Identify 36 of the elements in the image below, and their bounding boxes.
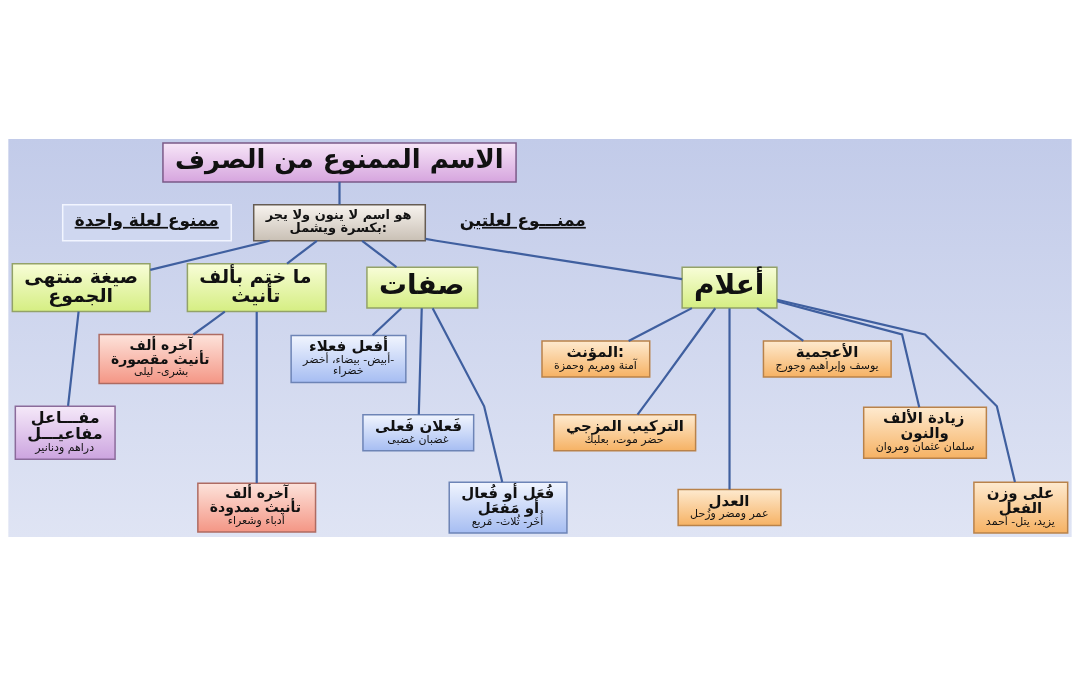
node-box: فُعَل أو فُعال أو مَفعَل أُخَر- ثُلاث- مَربع (448, 480, 568, 534)
node-box: زيادة الألف والنون سلمان عثمان ومروان (862, 406, 988, 459)
node-box: آخره ألف تأنيث مقصورة بشرى- ليلى (98, 333, 224, 384)
node-box: التركيب المزجي حضر موت، بعلبك (553, 413, 697, 451)
node-box: هو اسم لا ينون ولا يجر بكسرة ويشمل: (252, 203, 427, 241)
connector (628, 306, 693, 342)
node-box: أفعل فعلاء أبيض- بيضاء، أخضر- خضراء (290, 334, 407, 383)
node-box: العدل عمر ومضر وزُحل (677, 488, 782, 526)
node-box: الأعجمية يوسف وإبراهيم وجورج (762, 339, 892, 378)
node-box: آخره ألف تأنيث ممدودة أدباء وشعراء (197, 481, 317, 533)
node-box: ممنوع لعلة واحدة (61, 203, 233, 241)
connector (776, 298, 1016, 482)
node-box: صيغة منتهى الجموع (11, 262, 151, 312)
connector (149, 239, 270, 271)
node-box: أعلام (681, 265, 778, 309)
node-box: الاسم الممنوع من الصرف (162, 141, 517, 183)
connector (192, 310, 226, 335)
node-box: على وزن الفعل يزيد، يتل- أحمد (973, 480, 1069, 534)
node-box: فَعلان فَعلى غضبان غضبى (362, 413, 475, 451)
node-box: صفات (366, 265, 479, 309)
node-box: مفـــاعل مفاعيـــل دراهم ودنانير (14, 405, 116, 460)
connector (255, 311, 258, 483)
connector (776, 299, 921, 407)
connector (361, 239, 398, 268)
connector (425, 237, 683, 280)
connector (431, 307, 504, 482)
connector (417, 307, 423, 415)
connector (338, 181, 341, 204)
connector (728, 307, 731, 489)
connector (636, 307, 717, 415)
node-box: المؤنث: آمنة ومريم وحمزة (541, 339, 651, 378)
node-box: ما ختم بألف تأنيث (186, 262, 327, 312)
label: ممنـــوع لعلتين (459, 209, 586, 230)
connector (371, 307, 403, 336)
connector (67, 311, 80, 406)
connector (756, 306, 804, 342)
